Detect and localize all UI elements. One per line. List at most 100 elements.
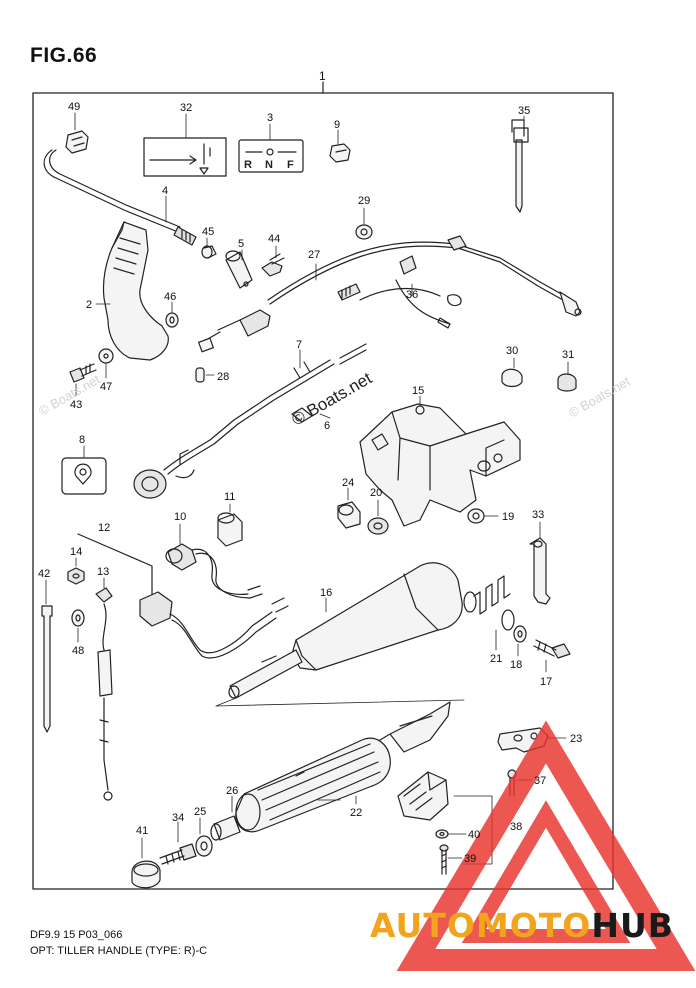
part-bushing-20: [367, 499, 389, 535]
part-cable-tie-42: [41, 579, 53, 733]
part-throttle-rod-4: [43, 149, 197, 246]
callout-15: 15: [412, 385, 424, 397]
part-sleeve-26: [210, 795, 241, 841]
callout-13: 13: [97, 566, 109, 578]
callout-49: 49: [68, 101, 80, 113]
part-grip-insert: [369, 701, 451, 753]
callout-43: 43: [70, 399, 82, 411]
callout-9: 9: [334, 119, 340, 131]
shift-label-r: R: [244, 159, 252, 171]
callout-44: 44: [268, 233, 280, 245]
part-throttle-cable-27: [198, 235, 582, 353]
callout-30: 30: [506, 345, 518, 357]
callout-26: 26: [226, 785, 238, 797]
callout-45: 45: [202, 226, 214, 238]
part-washer-19: [467, 508, 499, 524]
callout-3: 3: [267, 112, 273, 124]
part-decal-8: [61, 445, 107, 495]
callout-32: 32: [180, 102, 192, 114]
callout-12: 12: [98, 522, 110, 534]
part-washer-47: [98, 348, 114, 379]
callout-47: 47: [100, 381, 112, 393]
part-bolt-17: [533, 639, 571, 673]
figure-title: FIG.66: [30, 44, 98, 67]
part-screw-44: [261, 245, 285, 277]
part-lanyard-13: [95, 577, 113, 801]
callout-46: 46: [164, 291, 176, 303]
part-spring-21: [463, 575, 515, 651]
part-clip-49: [65, 112, 89, 154]
part-washer-29: [355, 207, 373, 240]
callout-1: 1: [319, 69, 326, 83]
part-washer-46: [165, 301, 179, 328]
callout-29: 29: [358, 195, 370, 207]
part-cap-30: [501, 357, 523, 388]
callout-40: 40: [468, 829, 480, 841]
part-grommet-6: [291, 407, 331, 423]
callout-4: 4: [162, 185, 168, 197]
brand-part-auto: AUTO: [370, 906, 476, 945]
part-collar-11: [217, 503, 243, 547]
callout-21: 21: [490, 653, 502, 665]
part-switch-10: [165, 523, 263, 599]
callout-39: 39: [464, 853, 476, 865]
part-tiller-bracket-15: [359, 395, 521, 527]
shift-label-f: F: [287, 159, 294, 171]
brand-triangle-logo: [396, 720, 696, 971]
callout-8: 8: [79, 434, 85, 446]
callout-6: 6: [324, 420, 330, 432]
callout-25: 25: [194, 806, 206, 818]
part-grip-lever-2: [95, 221, 169, 361]
callout-11: 11: [224, 491, 235, 503]
callout-28: 28: [217, 371, 229, 383]
part-shift-label-3: [238, 123, 304, 173]
callout-35: 35: [518, 105, 530, 117]
part-washer-48: [71, 609, 85, 643]
part-cable-tie-35: [511, 115, 529, 213]
callout-numbers: 1 49 32 3 9 35 4 45 5 44 29 27 2 46 36 4…: [38, 69, 582, 865]
callout-20: 20: [370, 487, 382, 499]
callout-41: 41: [136, 825, 148, 837]
part-bolt-34: [159, 821, 197, 865]
callout-42: 42: [38, 568, 50, 580]
part-grommet-9: [329, 129, 351, 163]
brand-part-moto: MOTO: [475, 906, 592, 945]
callout-24: 24: [342, 477, 354, 489]
callout-22: 22: [350, 807, 362, 819]
callout-36: 36: [406, 289, 418, 301]
callout-38: 38: [510, 821, 522, 833]
part-harness-12: [77, 533, 289, 659]
brand-part-hub: HUB: [591, 906, 674, 945]
part-collar-45: [201, 237, 217, 259]
callout-34: 34: [172, 812, 184, 824]
callout-10: 10: [174, 511, 186, 523]
part-tiller-arm-16: [228, 562, 463, 699]
part-collar-24: [337, 487, 361, 529]
assembly-guide: [215, 697, 465, 707]
part-stop-switch-7: [133, 343, 367, 499]
callout-27: 27: [308, 249, 320, 261]
callout-16: 16: [320, 587, 332, 599]
part-decal-32: [143, 113, 227, 177]
shift-label-n: N: [265, 159, 273, 171]
part-cap-41: [131, 837, 161, 889]
callout-48: 48: [72, 645, 84, 657]
callout-37: 37: [534, 775, 546, 787]
callout-33: 33: [532, 509, 544, 521]
callout-19: 19: [502, 511, 514, 523]
figure-caption: OPT: TILLER HANDLE (TYPE: R)-C: [30, 945, 208, 957]
part-switch-housing-38: [397, 771, 493, 865]
drawing-code: DF9.9 15 P03_066: [30, 929, 123, 941]
part-harness-36: [337, 255, 462, 329]
callout-5: 5: [238, 238, 244, 250]
callout-23: 23: [570, 733, 582, 745]
callout-7: 7: [296, 339, 302, 351]
part-washer-40: [435, 829, 467, 839]
part-cap-31: [557, 361, 577, 392]
part-cable-tie-33: [529, 521, 551, 605]
part-bolt-43: [69, 363, 97, 397]
part-link-5: [225, 249, 253, 289]
callout-31: 31: [562, 349, 574, 361]
